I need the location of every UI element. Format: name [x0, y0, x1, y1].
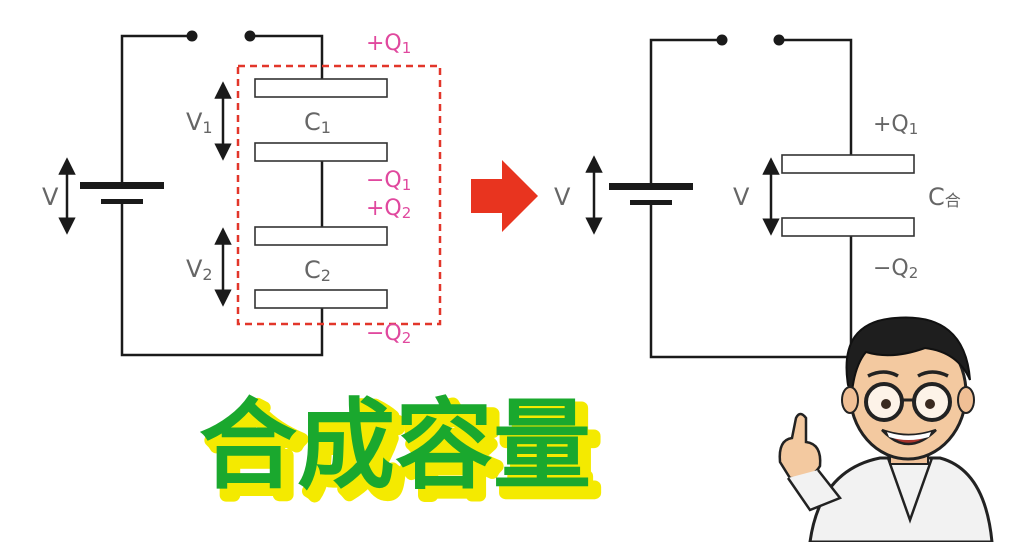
combined-cap-charge-top-sub: 1 — [909, 120, 919, 138]
cap1-charge-top-main: +Q — [366, 31, 402, 56]
combined-cap-charge-bottom-main: −Q — [873, 256, 909, 281]
cap2-voltage-sub: 2 — [202, 265, 212, 284]
cap1-charge-bottom-main: −Q — [366, 168, 402, 193]
combined-cap-label: C合 — [928, 183, 961, 211]
left-switch-terminal-a — [186, 30, 198, 42]
right-battery — [609, 183, 693, 205]
cap2-charge-top: +Q2 — [366, 196, 411, 222]
cap1-voltage-sub: 1 — [202, 118, 212, 137]
series-group-dashed-box — [236, 64, 442, 326]
right-wire-bottom — [649, 201, 853, 359]
cap1-charge-bottom: −Q1 — [366, 168, 411, 194]
right-switch-terminal-b — [773, 34, 785, 46]
cap1-voltage-label: V1 — [186, 108, 213, 137]
left-circuit: V C1 V1 C2 V2 +Q1 −Q1 +Q2 −Q2 — [42, 30, 442, 357]
cap1-charge-top-sub: 1 — [402, 39, 412, 57]
cap1-label: C1 — [304, 108, 331, 137]
cap2-voltage-label: V2 — [186, 255, 213, 284]
cap1-label-main: C — [304, 108, 321, 136]
title-shadow: 合成容量 — [207, 397, 599, 511]
right-switch-terminal-a — [716, 34, 728, 46]
cap1-label-sub: 1 — [321, 118, 331, 137]
page-title: 合成容量 — [199, 389, 591, 503]
left-switch-terminal-b — [244, 30, 256, 42]
cap2-label-sub: 2 — [321, 266, 331, 285]
cap2-label-main: C — [304, 256, 321, 284]
cap2-voltage-main: V — [186, 255, 203, 283]
combined-cap-label-main: C — [928, 183, 945, 211]
cap1-top-plate — [254, 78, 388, 98]
left-battery-voltage-label: V — [42, 183, 59, 211]
cap2-charge-top-main: +Q — [366, 196, 402, 221]
cap2-label: C2 — [304, 256, 331, 285]
cap1-voltage-main: V — [186, 108, 203, 136]
right-wire-top-right — [779, 38, 853, 155]
combined-cap-label-sub: 合 — [945, 191, 961, 210]
left-wire-top-right — [250, 34, 324, 80]
right-wire-loop — [649, 38, 722, 184]
transform-arrow-icon — [471, 160, 538, 232]
cap1-charge-top: +Q1 — [366, 31, 411, 57]
cap2-charge-bottom: −Q2 — [366, 321, 411, 347]
left-battery — [80, 182, 164, 204]
combined-cap-charge-top: +Q1 — [873, 112, 918, 138]
cap1-bottom-plate — [254, 142, 388, 162]
combined-cap-charge-top-main: +Q — [873, 112, 909, 137]
left-wire-loop — [120, 34, 192, 186]
combined-cap-charge-bottom-sub: 2 — [909, 264, 919, 282]
combined-cap-voltage-label: V — [733, 183, 750, 211]
cap2-top-plate — [254, 226, 388, 246]
combined-cap-top-plate — [781, 154, 915, 174]
teacher-avatar — [778, 316, 994, 542]
combined-cap-bottom-plate — [781, 217, 915, 237]
cap2-charge-bottom-main: −Q — [366, 321, 402, 346]
cap2-charge-top-sub: 2 — [402, 204, 412, 222]
left-wire-bottom — [120, 203, 324, 357]
glasses-icon — [864, 382, 952, 422]
cap2-bottom-plate — [254, 289, 388, 309]
right-circuit: V V C合 +Q1 −Q2 — [554, 34, 961, 359]
cap2-charge-bottom-sub: 2 — [402, 329, 412, 347]
combined-cap-charge-bottom: −Q2 — [873, 256, 918, 282]
right-battery-voltage-label: V — [554, 183, 571, 211]
cap1-charge-bottom-sub: 1 — [402, 176, 412, 194]
